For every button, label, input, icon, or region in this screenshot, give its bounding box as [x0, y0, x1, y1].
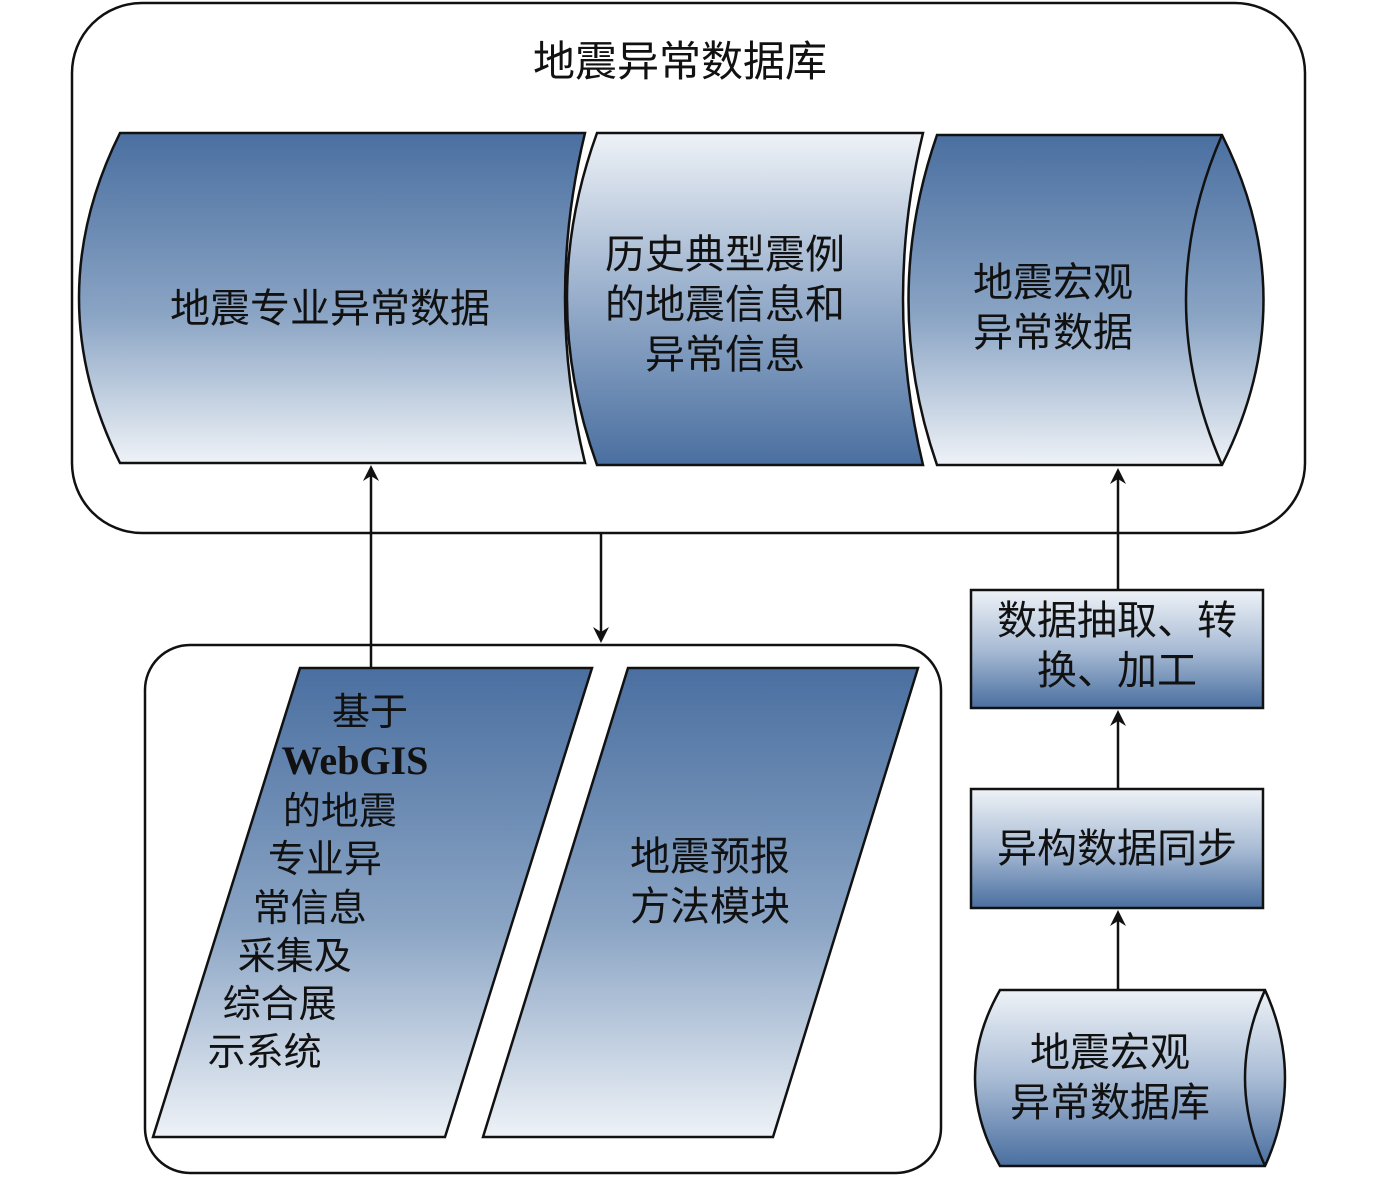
- webgis-system-shape: [151, 666, 594, 1139]
- webgis-system-label-line: 综合展: [222, 982, 337, 1027]
- heterogeneous-sync-label: 异构数据同步: [997, 826, 1237, 872]
- macro-source-db-label: 地震宏观 异常数据库: [1010, 1030, 1210, 1126]
- segment-professional-anomaly-label: 地震专业异常数据: [170, 286, 490, 332]
- database-title: 地震异常数据库: [532, 37, 827, 86]
- segment-macro-anomaly-label: 地震宏观 异常数据: [973, 260, 1133, 356]
- segment-historical-cases-label: 历史典型震例 的地震信息和 异常信息: [605, 232, 845, 378]
- segment-macro-anomaly-cap: [1184, 134, 1224, 466]
- webgis-system-label-line: 的地震: [282, 789, 397, 834]
- segment-professional-anomaly: [77, 131, 587, 465]
- extract-transform-label: 数据抽取、转 换、加工: [997, 598, 1237, 694]
- webgis-system-label-line: 基于: [331, 690, 408, 734]
- segment-historical-cases: [565, 131, 925, 467]
- webgis-system-label-line: WebGIS: [281, 738, 429, 784]
- forecast-module-label: 地震预报 方法模块: [630, 834, 790, 930]
- webgis-system-label-line: 示系统: [207, 1030, 322, 1075]
- webgis-system-label-line: 采集及: [237, 933, 352, 978]
- webgis-system-label-line: 常信息: [252, 885, 367, 930]
- webgis-system-label-line: 专业异: [267, 837, 382, 882]
- extract-transform-box: [969, 588, 1265, 710]
- forecast-module-shape: [481, 666, 920, 1139]
- macro-source-db-cap: [1243, 989, 1267, 1167]
- heterogeneous-sync-box: [969, 787, 1265, 910]
